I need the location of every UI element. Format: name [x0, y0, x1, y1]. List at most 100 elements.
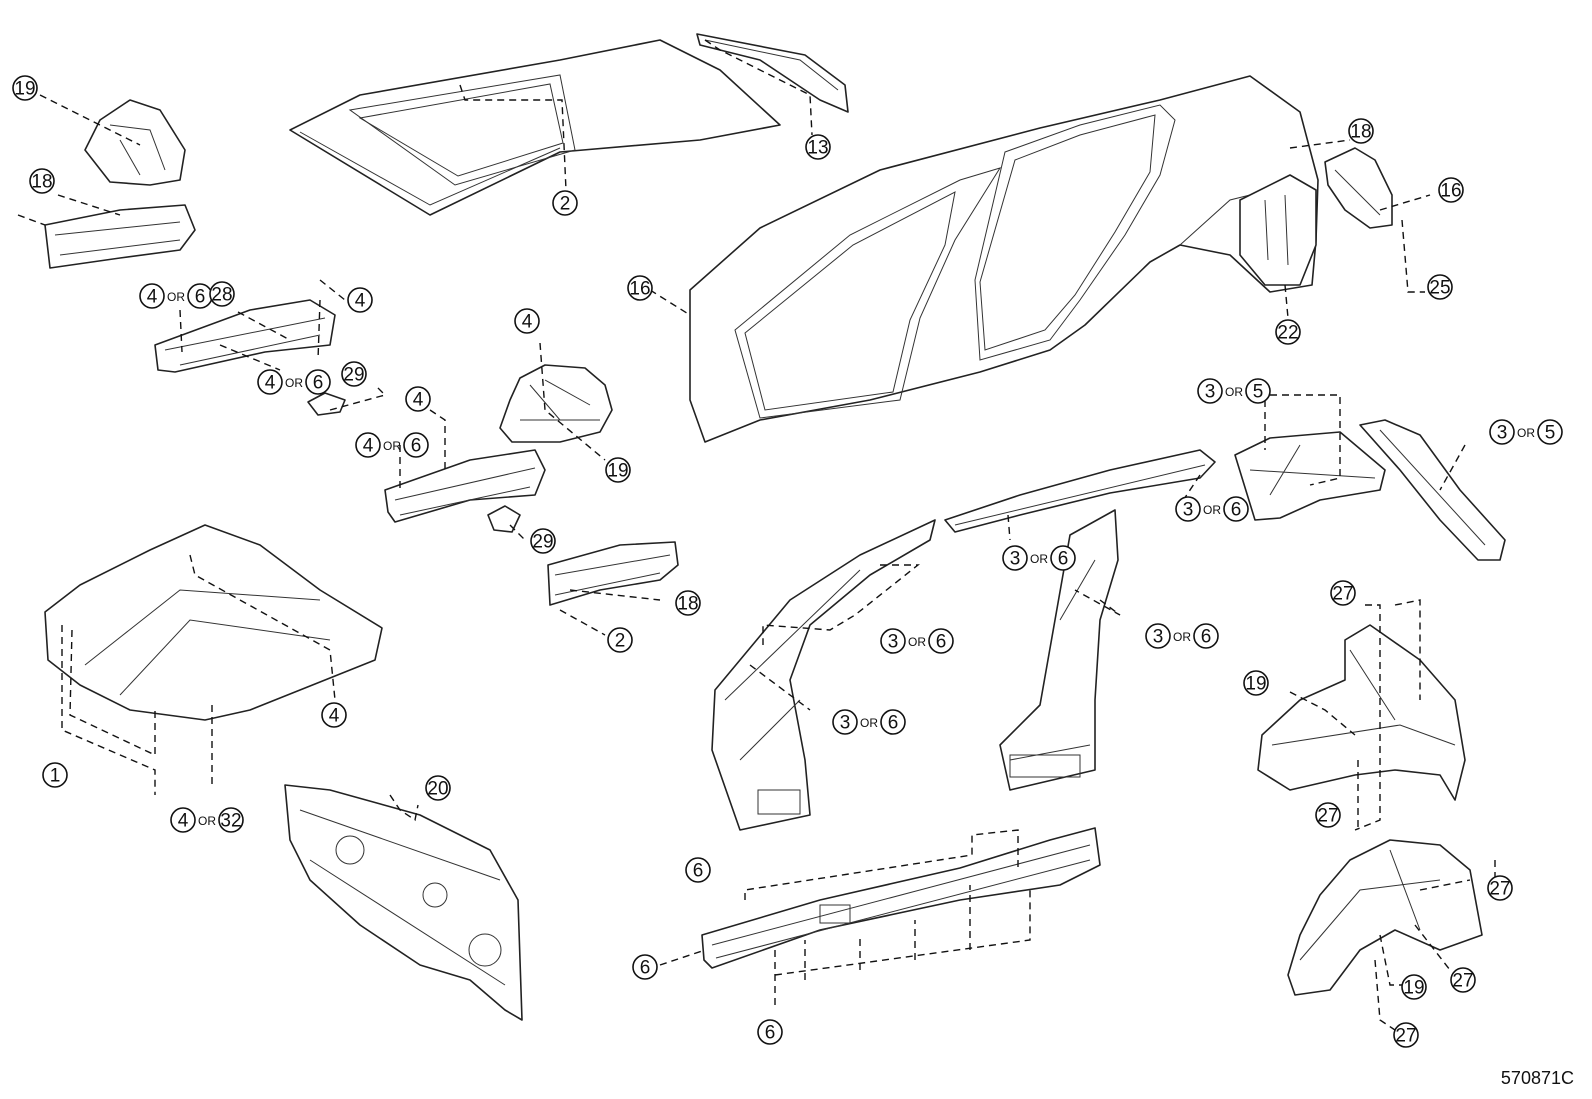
callout-c6c-circle [757, 1019, 783, 1045]
front-apron-member [154, 299, 336, 373]
callout-c3o6c-alternate-number: 6 [936, 632, 947, 653]
callout-c27c-circle [1487, 875, 1513, 901]
callout-c19d-circle [1401, 974, 1427, 1000]
callout-c27d-number: 27 [1452, 971, 1473, 992]
figure-code: 570871C [1500, 1068, 1574, 1088]
callout-c4b-number: 4 [413, 390, 424, 411]
callout-c4c-number: 4 [522, 312, 533, 333]
callout-c27d-circle [1450, 967, 1476, 993]
callout-c29a-number: 29 [343, 365, 364, 386]
callout-c6b-circle [632, 954, 658, 980]
callout-c28-circle [209, 281, 235, 307]
callout-c3o6b-or-label: OR [1030, 552, 1048, 566]
callout-c29b-number: 29 [532, 532, 553, 553]
callout-c6c: 6 [757, 1019, 783, 1045]
callout-c18c-circle [1348, 118, 1374, 144]
small-bracket-upper [307, 392, 346, 416]
callout-c3o6b-alternate-circle [1050, 545, 1076, 571]
callout-c25-circle [1427, 274, 1453, 300]
callout-c18a-circle [29, 168, 55, 194]
callout-c27e-circle [1393, 1022, 1419, 1048]
callout-c3o5b-primary-circle [1489, 419, 1515, 445]
callout-c4a: 4 [347, 287, 373, 313]
callout-c4o6b-primary-number: 4 [265, 373, 276, 394]
callout-c3o6b-primary-number: 3 [1010, 549, 1021, 570]
callout-c13-number: 13 [807, 138, 828, 159]
callout-c4c: 4 [514, 308, 540, 334]
callout-c29a: 29 [341, 361, 367, 387]
callout-c4d-number: 4 [329, 706, 340, 727]
callout-c4b: 4 [405, 386, 431, 412]
roof-panel [289, 39, 781, 216]
callout-c22-circle [1275, 319, 1301, 345]
small-bracket-lower [487, 505, 521, 533]
callout-c4o6c-alternate-circle [403, 432, 429, 458]
hood-panel [44, 524, 383, 721]
callout-c3o6c-primary-circle [880, 628, 906, 654]
rear-upper-bracket [1324, 147, 1393, 229]
callout-c19b-circle [605, 457, 631, 483]
callout-c19c-number: 19 [1245, 674, 1266, 695]
callout-c27b-circle [1315, 802, 1341, 828]
callout-c3o6a-alternate-number: 6 [1231, 500, 1242, 521]
callout-c16a-number: 16 [629, 279, 650, 300]
callout-c2a-number: 2 [560, 194, 571, 215]
callout-c1-number: 1 [50, 766, 61, 787]
roof-side-rail [944, 449, 1216, 533]
callout-c19a-number: 19 [14, 79, 35, 100]
callout-c19b-number: 19 [607, 461, 628, 482]
callout-c3o5b: 3 OR 5 [1489, 419, 1563, 445]
callout-c4d: 4 [321, 702, 347, 728]
quarter-inner-panel [1234, 431, 1386, 521]
callout-c3o6c-alternate-circle [928, 628, 954, 654]
front-pillar-inner [711, 519, 936, 831]
callout-c3o6c-primary-number: 3 [888, 632, 899, 653]
callout-c19d-number: 19 [1403, 978, 1424, 999]
callout-c4o6c-primary-circle [355, 432, 381, 458]
callout-c2b-circle [607, 627, 633, 653]
callout-c3o6e-primary-circle [832, 709, 858, 735]
callout-c3o6e-primary-number: 3 [840, 713, 851, 734]
callout-c3o6d-alternate-circle [1193, 623, 1219, 649]
callout-c4o6b-alternate-number: 6 [313, 373, 324, 394]
callout-c19b: 19 [605, 457, 631, 483]
callout-c19c: 19 [1243, 670, 1269, 696]
front-upper-bracket [84, 99, 186, 186]
callout-c4o32-primary-number: 4 [178, 811, 189, 832]
callout-c3o5a-primary-number: 3 [1205, 382, 1216, 403]
front-suspension-tower [499, 364, 613, 443]
callout-c3o5b-alternate-circle [1537, 419, 1563, 445]
callout-c3o6b-primary-circle [1002, 545, 1028, 571]
callout-c6b-number: 6 [640, 958, 651, 979]
callout-c3o5b-alternate-number: 5 [1545, 423, 1556, 444]
callout-c3o6d-alternate-number: 6 [1201, 627, 1212, 648]
callout-c20-circle [425, 775, 451, 801]
callout-c3o6a-primary-number: 3 [1183, 500, 1194, 521]
callout-c18b-circle [675, 590, 701, 616]
callout-c16b-circle [1438, 177, 1464, 203]
callout-c4o32-or-label: OR [198, 814, 216, 828]
front-side-member-extension [44, 204, 196, 269]
callout-c25-number: 25 [1429, 278, 1450, 299]
callout-c4a-number: 4 [355, 291, 366, 312]
callout-c27d: 27 [1450, 967, 1476, 993]
callout-c25: 25 [1427, 274, 1453, 300]
callout-c3o5b-primary-number: 3 [1497, 423, 1508, 444]
callout-c18b: 18 [675, 590, 701, 616]
callout-c4o6c-primary-number: 4 [363, 436, 374, 457]
callout-c18c: 18 [1348, 118, 1374, 144]
callout-c3o5b-or-label: OR [1517, 426, 1535, 440]
callout-c6a-circle [685, 857, 711, 883]
callout-c6b: 6 [632, 954, 658, 980]
callout-c6c-number: 6 [765, 1023, 776, 1044]
